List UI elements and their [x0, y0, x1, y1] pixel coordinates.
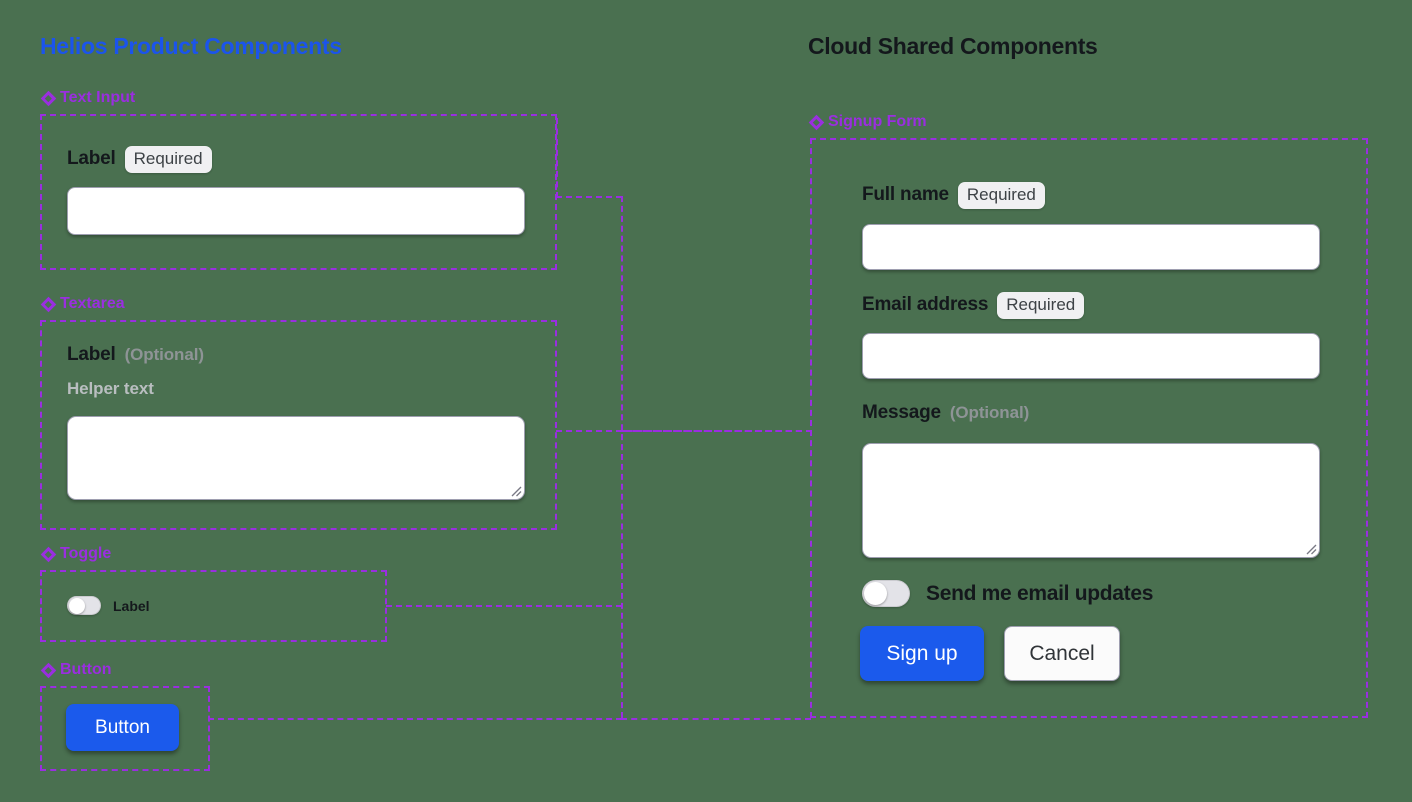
textarea-field[interactable] — [67, 416, 525, 500]
diamond-icon — [42, 548, 55, 561]
connector-to-signup-form — [622, 430, 812, 432]
component-frame-textarea — [40, 320, 557, 530]
connector-text-input-v1 — [556, 118, 558, 198]
optional-tag: (Optional) — [949, 403, 1030, 422]
text-input-label: Label — [67, 148, 116, 170]
full-name-label: Full name — [862, 184, 949, 206]
email-updates-toggle-row[interactable]: Send me email updates — [862, 580, 1153, 607]
toggle-label: Label — [113, 597, 150, 614]
connector-trunk-v — [621, 196, 623, 718]
connector-toggle-h1 — [386, 605, 622, 607]
group-label-textarea: Textarea — [42, 295, 125, 313]
component-frame-button — [40, 686, 210, 771]
cancel-button[interactable]: Cancel — [1004, 626, 1120, 681]
group-label-toggle: Toggle — [42, 545, 111, 563]
group-label-text-input: Text Input — [42, 89, 135, 107]
textarea-label-row: Label (Optional) — [67, 344, 204, 366]
sign-up-button[interactable]: Sign up — [860, 626, 984, 681]
email-updates-label: Send me email updates — [926, 581, 1154, 605]
page-title-helios: Helios Product Components — [40, 33, 342, 59]
required-badge: Required — [957, 182, 1045, 209]
group-label-signup-form: Signup Form — [810, 113, 927, 131]
diamond-icon — [42, 664, 55, 677]
group-label-text: Text Input — [60, 89, 136, 106]
textarea-helper-text: Helper text — [67, 379, 154, 398]
diamond-icon — [810, 116, 823, 129]
toggle-knob — [68, 597, 85, 614]
component-frame-text-input — [40, 114, 557, 270]
group-label-text: Signup Form — [828, 113, 927, 130]
component-frame-toggle — [40, 570, 387, 642]
group-label-text: Toggle — [60, 545, 112, 562]
toggle-row[interactable]: Label — [67, 596, 150, 615]
message-label: Message — [862, 402, 941, 423]
group-label-text: Button — [60, 661, 112, 678]
group-label-text: Textarea — [60, 295, 125, 312]
group-label-button: Button — [42, 661, 112, 679]
connector-trunk-to-form — [621, 718, 811, 720]
toggle-knob — [864, 582, 887, 605]
connector-button-h1 — [208, 718, 622, 720]
toggle-switch[interactable] — [67, 596, 101, 615]
full-name-label-row: Full name Required — [862, 182, 1045, 209]
textarea-label: Label — [67, 344, 116, 365]
message-field[interactable] — [862, 443, 1320, 558]
message-textarea-wrapper — [862, 443, 1320, 558]
text-input-field[interactable] — [67, 187, 525, 235]
resize-grip-icon[interactable] — [1303, 541, 1317, 555]
message-label-row: Message (Optional) — [862, 402, 1029, 424]
required-badge: Required — [124, 146, 212, 173]
component-frame-signup-form — [810, 138, 1368, 718]
email-updates-toggle[interactable] — [862, 580, 910, 607]
required-badge: Required — [997, 292, 1085, 319]
page-title-cloud: Cloud Shared Components — [808, 33, 1098, 59]
email-label-row: Email address Required — [862, 292, 1085, 319]
demo-button[interactable]: Button — [66, 704, 179, 751]
email-field[interactable] — [862, 333, 1320, 379]
textarea-wrapper — [67, 416, 525, 500]
email-label: Email address — [862, 294, 989, 316]
full-name-field[interactable] — [862, 224, 1320, 270]
diamond-icon — [42, 92, 55, 105]
connector-text-input-h1 — [556, 196, 622, 198]
resize-grip-icon[interactable] — [508, 483, 522, 497]
diamond-icon — [42, 298, 55, 311]
optional-tag: (Optional) — [124, 345, 204, 364]
text-input-label-row: Label Required — [67, 146, 212, 173]
